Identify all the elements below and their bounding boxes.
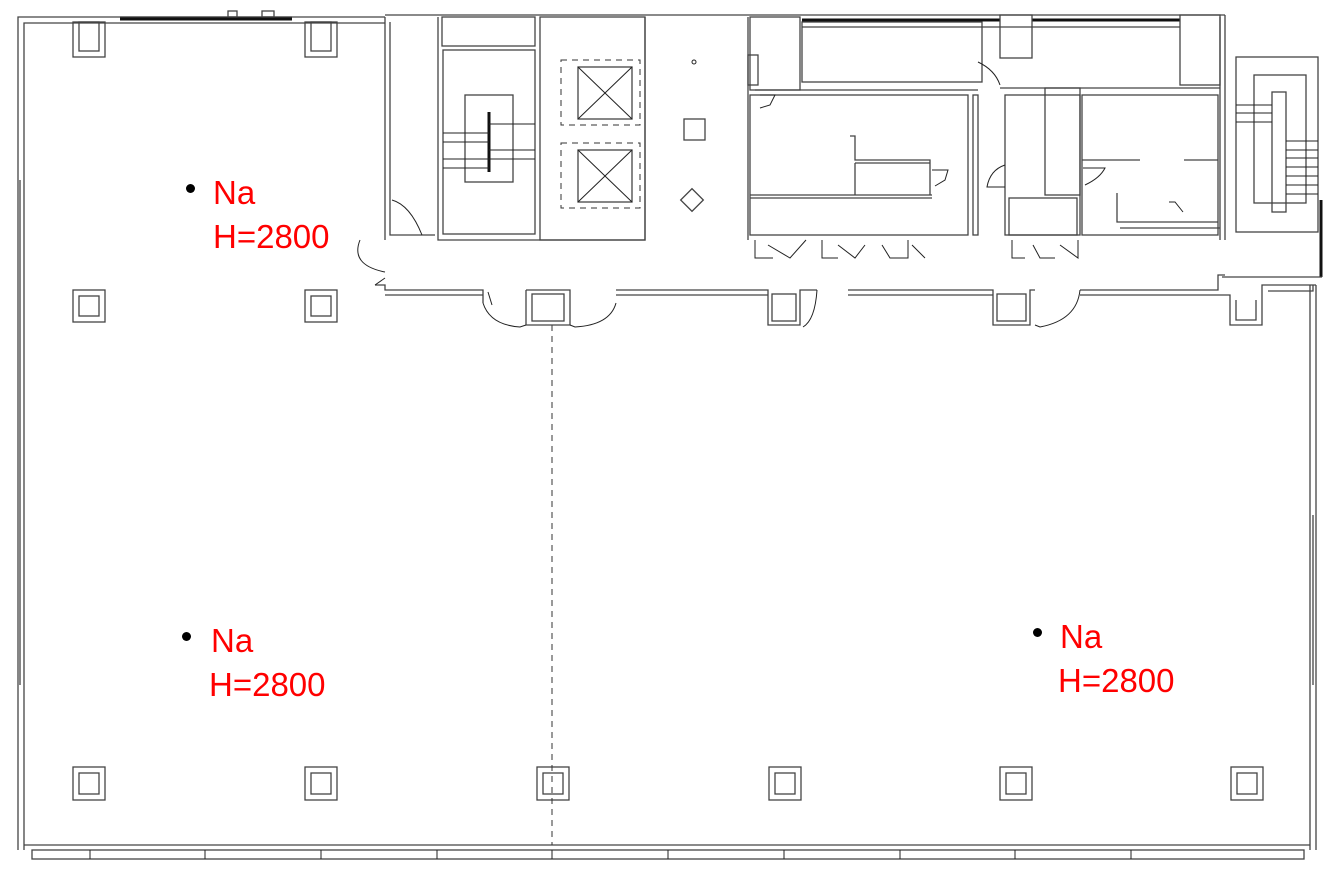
columns	[72, 21, 1264, 801]
mullions	[89, 850, 1132, 859]
stair	[1219, 15, 1323, 278]
annotation-height: H=2800	[1058, 662, 1175, 699]
marker-dot-3	[1033, 628, 1042, 637]
building-core	[384, 14, 1225, 259]
annotation-3: Na H=2800	[1058, 615, 1175, 703]
corridor-wall	[357, 239, 1316, 328]
annotation-height: H=2800	[209, 666, 326, 703]
annotation-height: H=2800	[213, 218, 330, 255]
outer-walls	[17, 10, 1317, 860]
annotation-label: Na	[213, 174, 256, 211]
annotation-label: Na	[1060, 618, 1103, 655]
annotation-2: Na H=2800	[209, 619, 326, 707]
marker-dot-1	[186, 184, 195, 193]
annotation-label: Na	[211, 622, 254, 659]
marker-dot-2	[182, 632, 191, 641]
annotation-1: Na H=2800	[213, 171, 330, 259]
